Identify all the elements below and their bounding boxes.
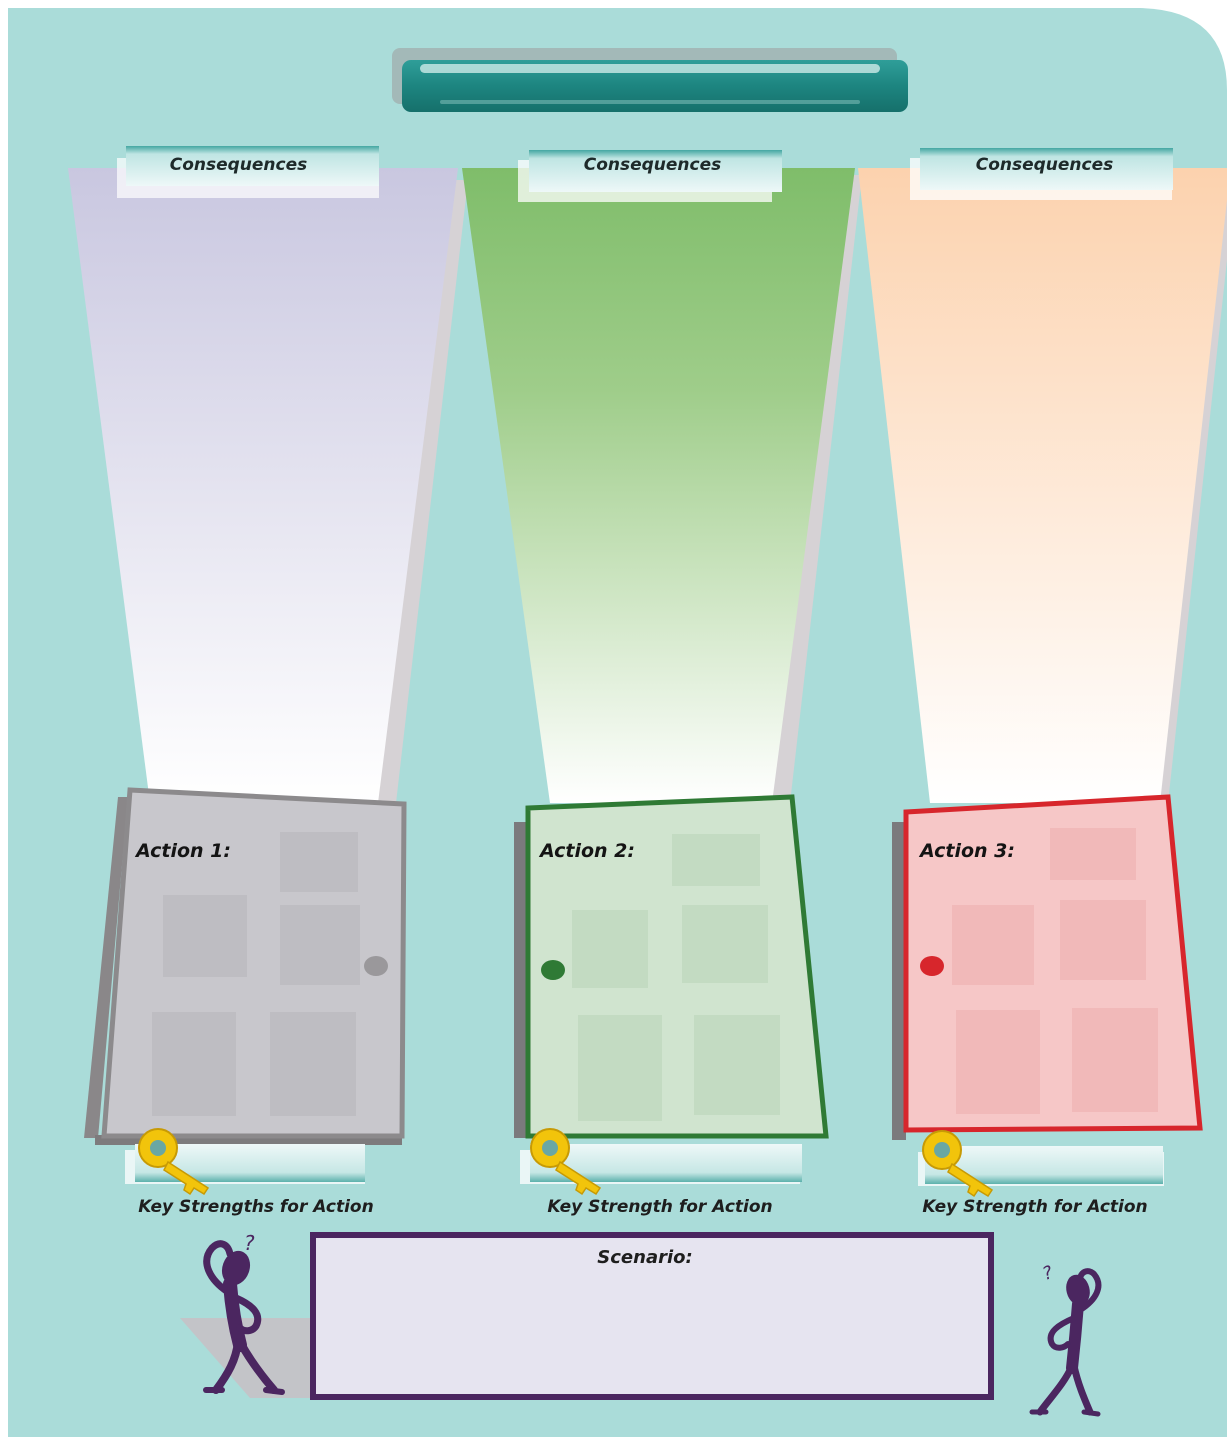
key-icon [922, 1130, 994, 1198]
scenario-label: Scenario: [597, 1247, 693, 1268]
consequence-beam-2 [462, 168, 862, 803]
consequence-beam-3 [858, 168, 1227, 803]
key-icon [138, 1128, 210, 1196]
key-strength-label-2: Key Strength for Action [547, 1197, 773, 1217]
key-strength-label-3: Key Strength for Action [922, 1197, 1148, 1217]
consequences-label-2: Consequences [583, 155, 722, 175]
door-3 [892, 794, 1203, 1140]
title-banner [392, 48, 908, 112]
confused-person-icon: ? [203, 1231, 285, 1395]
action-label-1: Action 1: [136, 840, 231, 862]
key-strength-label-1: Key Strengths for Action [138, 1197, 374, 1217]
action-label-2: Action 2: [540, 840, 635, 862]
consequences-tab-1 [117, 146, 379, 198]
scenario-box [180, 1232, 994, 1400]
action-label-3: Action 3: [920, 840, 1015, 862]
consequences-tab-3 [910, 148, 1173, 200]
consequences-tab-2 [518, 150, 782, 202]
door-2 [514, 794, 829, 1139]
consequence-beam-1 [68, 168, 468, 803]
consequences-label-3: Consequences [975, 155, 1114, 175]
key-icon [530, 1128, 602, 1196]
door-1 [84, 787, 407, 1145]
consequences-label-1: Consequences [169, 155, 308, 175]
svg-text:?: ? [244, 1231, 255, 1255]
